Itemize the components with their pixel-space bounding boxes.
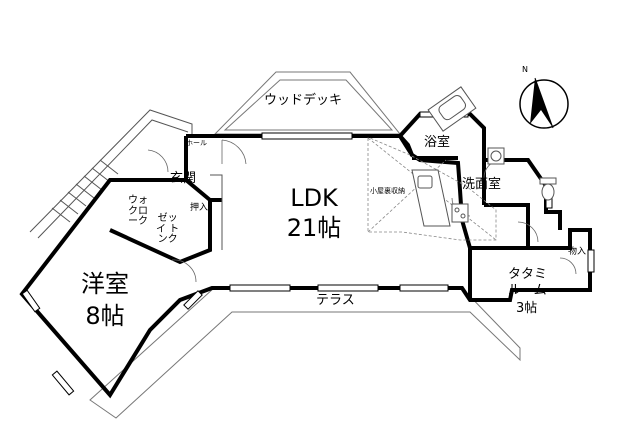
attic-storage-area	[367, 137, 497, 241]
walkin-closet-text-3: ーク	[128, 216, 148, 227]
walkin-closet-text-6: ンク	[157, 234, 178, 245]
washroom-fixtures	[487, 147, 557, 201]
terrace-outline	[89, 287, 521, 419]
storage-label: 物入	[568, 247, 587, 257]
tatami-room-line2: ルーム	[508, 283, 547, 298]
push-closet-label: 押入	[190, 203, 209, 213]
ldk-name: LDK	[290, 184, 338, 212]
walkin-closet-text-5: イ ト	[156, 223, 180, 235]
compass-icon	[519, 77, 569, 129]
north-label: N	[522, 65, 528, 74]
ldk-size: 21帖	[286, 214, 342, 242]
windows	[21, 111, 595, 396]
walkin-closet-text-4: ゼッ	[157, 213, 178, 224]
stair-lines	[29, 109, 193, 239]
entrance-label: 玄関	[170, 171, 197, 186]
walkin-closet-label: ウォ クロ ーク	[128, 195, 148, 228]
hall-label: ホール	[186, 139, 207, 147]
walkin-closet-label-2: ゼッ イ ト ンク	[156, 213, 180, 246]
tatami-room-size: 3帖	[516, 301, 538, 316]
wood-deck-label: ウッドデッキ	[264, 93, 343, 108]
attic-storage-label: 小屋裏収納	[370, 187, 405, 195]
washroom-label: 洗面室	[462, 177, 502, 192]
terrace-label: テラス	[316, 293, 355, 308]
western-room-name: 洋室	[81, 270, 129, 298]
tatami-room-line1: タタミ	[508, 267, 548, 282]
closet-wall	[109, 178, 212, 265]
bathtub	[427, 86, 477, 132]
bath-label: 浴室	[424, 135, 451, 150]
walkin-closet-text-1: ウォ	[128, 195, 148, 206]
walkin-closet-text-2: クロ	[128, 205, 148, 217]
western-room-size: 8帖	[85, 302, 125, 330]
main-wall	[19, 134, 592, 399]
kitchen-counter	[411, 169, 469, 227]
